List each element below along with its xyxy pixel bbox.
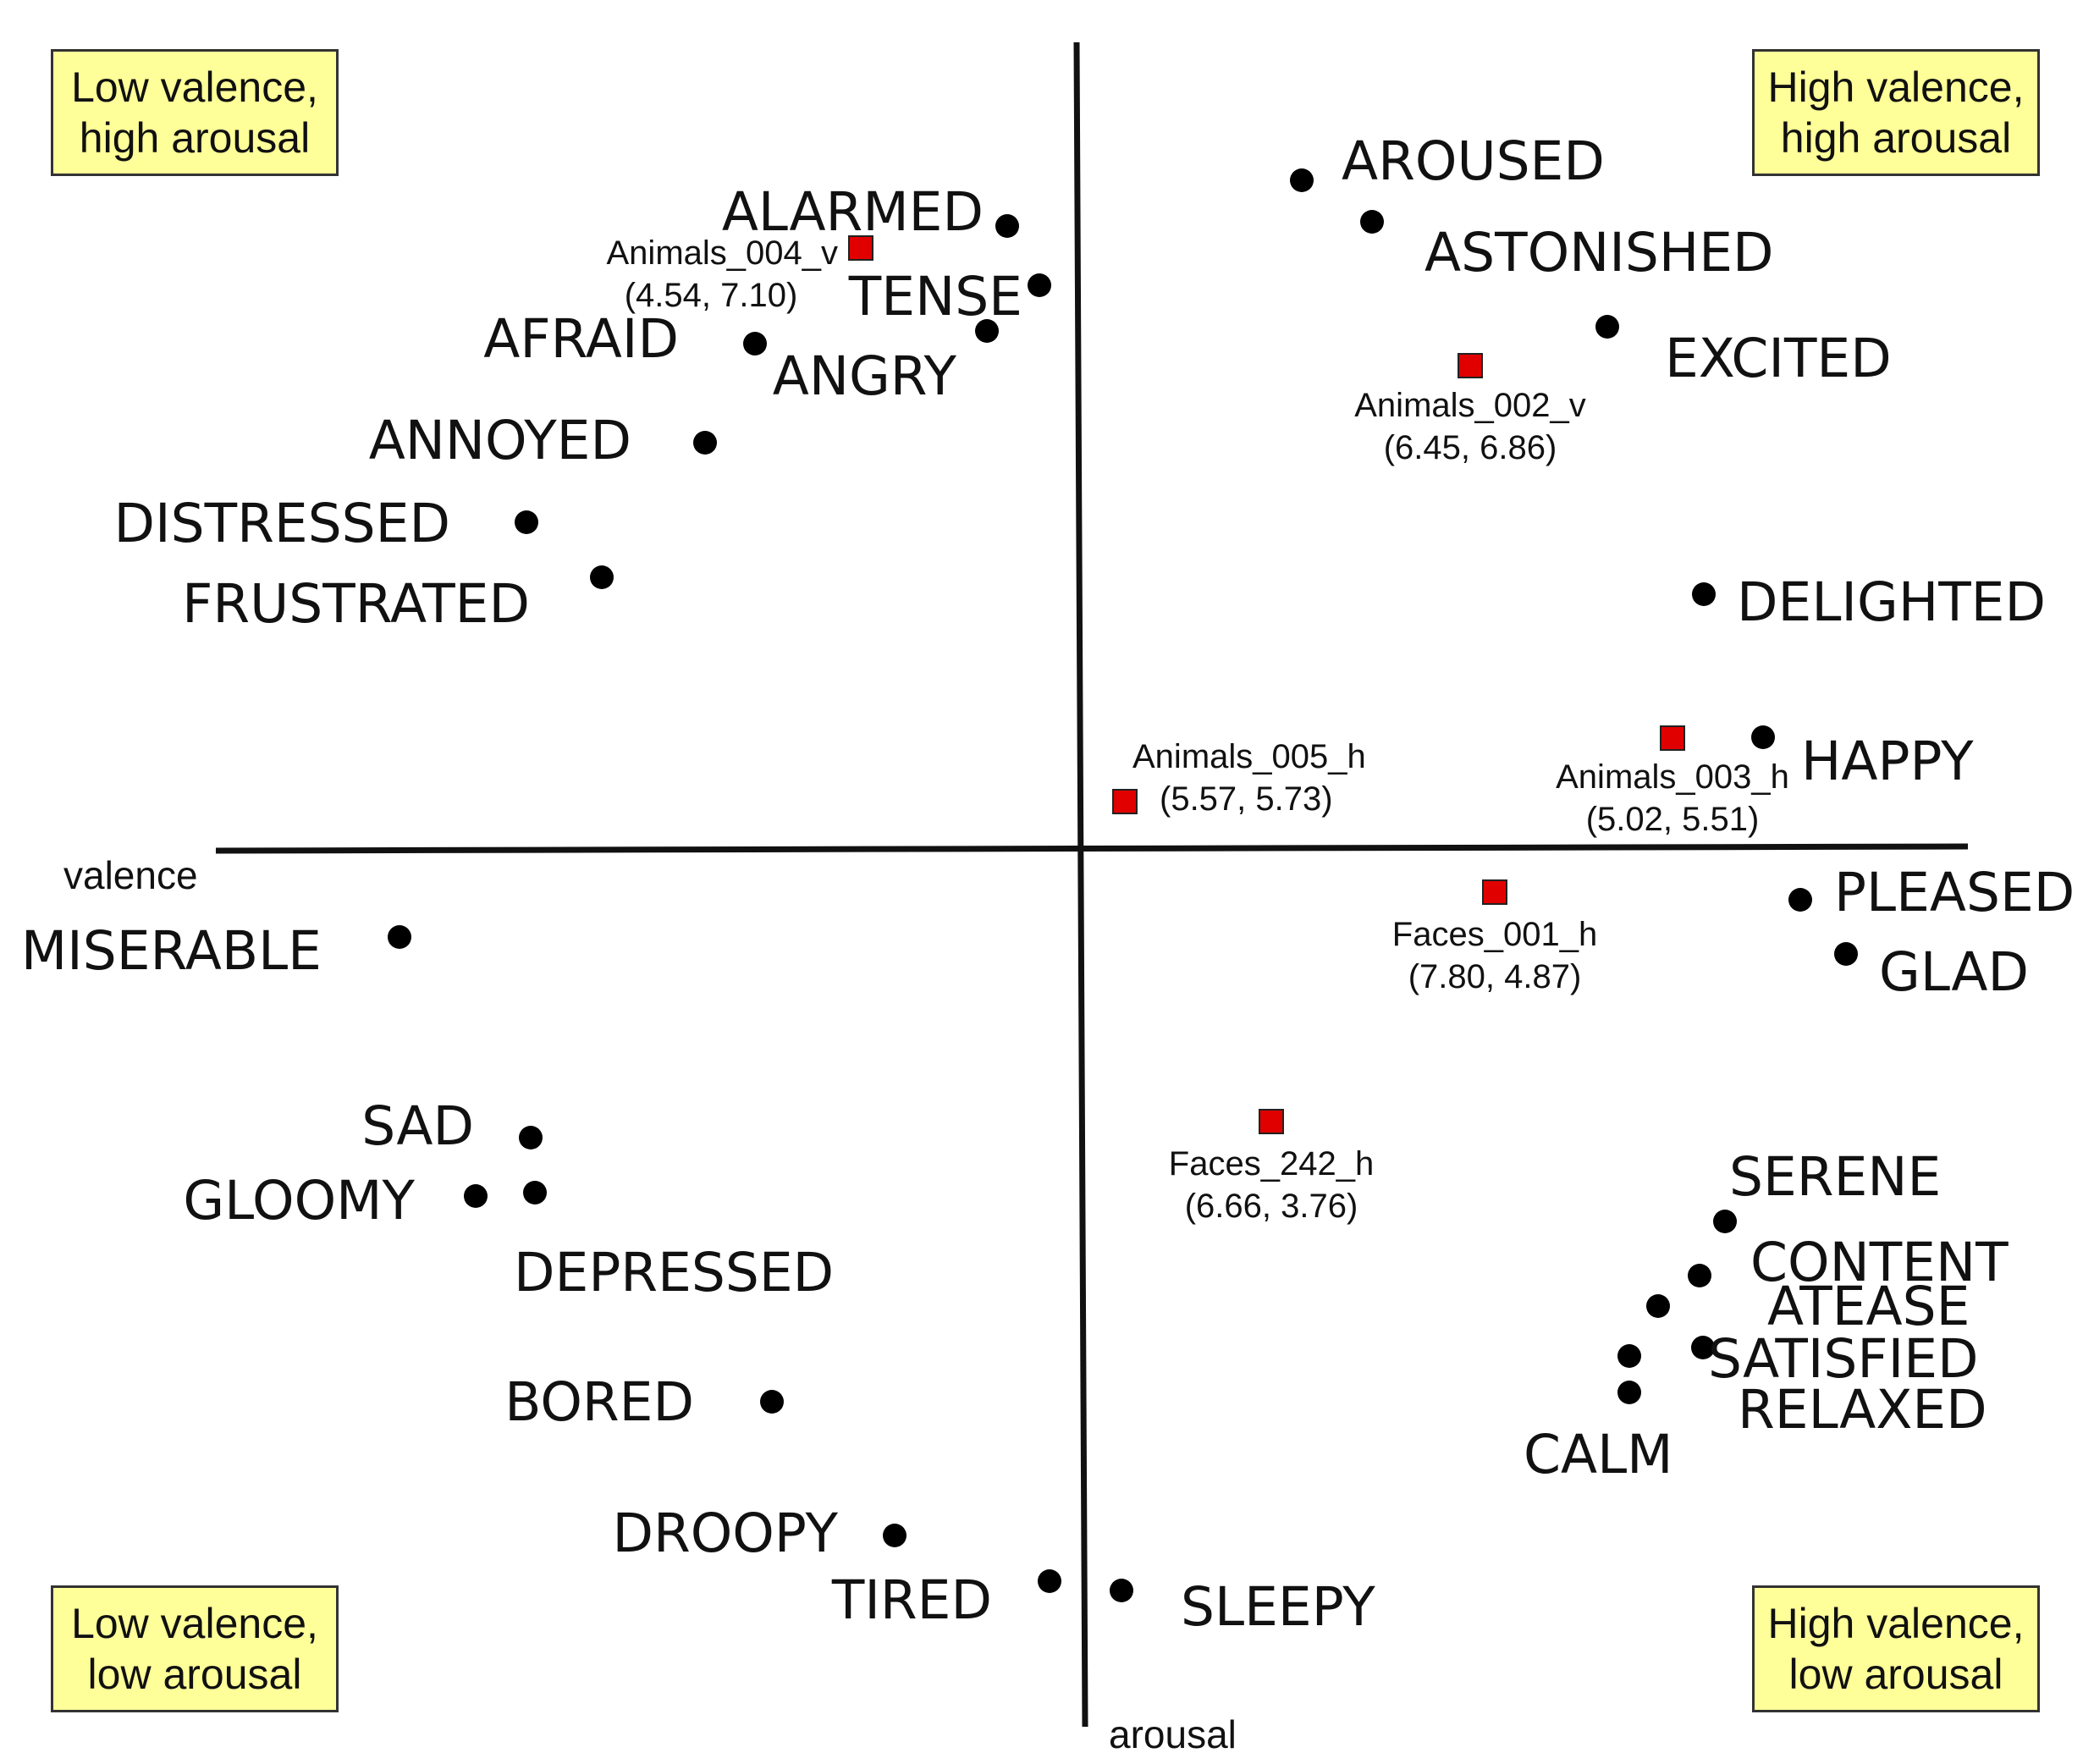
quadrant-box-bottom-left: Low valence, low arousal	[51, 1585, 339, 1712]
x-axis-label: valence	[63, 853, 198, 897]
emotion-dot-satisfied	[1691, 1336, 1715, 1359]
emotion-label-depressed: DEPRESSED	[514, 1242, 834, 1304]
emotion-label-afraid: AFRAID	[483, 308, 679, 370]
emotion-dot-sleepy	[1110, 1579, 1133, 1602]
stimulus-markers: Animals_004_v (4.54, 7.10) Animals_002_v (6…	[607, 234, 1789, 1225]
emotion-label-satisfied: SATISFIED	[1708, 1328, 1979, 1390]
quadrant-line: Low valence,	[71, 63, 318, 111]
emotion-label-glad: GLAD	[1879, 941, 2029, 1003]
stimulus-name-faces-242-h: Faces_242_h	[1169, 1145, 1374, 1182]
emotion-label-annoyed: ANNOYED	[369, 410, 631, 471]
stimulus-coords-faces-242-h: (6.66, 3.76)	[1185, 1188, 1358, 1225]
emotion-dot-content	[1688, 1264, 1711, 1287]
emotion-dot-tired	[1038, 1569, 1061, 1593]
emotion-label-atease: ATEASE	[1767, 1276, 1970, 1337]
emotion-dot-happy	[1751, 725, 1775, 749]
emotion-dot-distressed	[515, 510, 538, 534]
emotion-label-alarmed: ALARMED	[722, 181, 984, 243]
emotion-dot-tense	[1028, 273, 1051, 297]
stimulus-coords-animals-004-v: (4.54, 7.10)	[625, 277, 798, 314]
emotion-dot-depressed	[523, 1181, 547, 1204]
emotion-dot-atease	[1646, 1294, 1670, 1318]
emotion-dot-bored	[760, 1390, 784, 1414]
emotion-dot-relaxed	[1617, 1344, 1641, 1368]
emotion-dot-miserable	[388, 925, 411, 949]
emotion-label-content: CONTENT	[1750, 1232, 2009, 1293]
emotion-label-sad: SAD	[361, 1095, 474, 1157]
emotion-dot-glad	[1834, 942, 1858, 966]
emotion-label-distressed: DISTRESSED	[114, 493, 450, 554]
valence-axis-line	[215, 843, 1969, 854]
emotion-dot-sad	[519, 1126, 543, 1149]
emotion-label-aroused: AROUSED	[1342, 130, 1605, 192]
stimulus-name-animals-002-v: Animals_002_v	[1354, 387, 1586, 424]
stimulus-coords-animals-002-v: (6.45, 6.86)	[1384, 429, 1557, 466]
emotion-label-serene: SERENE	[1729, 1146, 1941, 1208]
emotion-dot-afraid	[743, 332, 767, 356]
emotion-dot-delighted	[1692, 582, 1716, 606]
emotion-label-tense: TENSE	[848, 266, 1022, 328]
stimulus-name-animals-004-v: Animals_004_v	[607, 234, 839, 272]
emotion-dot-calm	[1617, 1381, 1641, 1404]
emotion-label-bored: BORED	[504, 1371, 694, 1433]
emotion-label-excited: EXCITED	[1665, 328, 1892, 389]
emotion-label-happy: HAPPY	[1801, 730, 1974, 792]
stimulus-marker-faces-242-h	[1259, 1109, 1284, 1134]
emotion-label-angry: ANGRY	[773, 345, 957, 407]
stimulus-marker-animals-004-v	[848, 235, 873, 261]
emotion-dots	[388, 168, 1858, 1602]
stimulus-name-faces-001-h: Faces_001_h	[1392, 916, 1597, 953]
stimulus-marker-animals-003-h	[1660, 725, 1685, 751]
emotion-dot-droopy	[883, 1524, 906, 1547]
emotion-label-delighted: DELIGHTED	[1737, 571, 2046, 633]
emotion-label-tired: TIRED	[831, 1569, 992, 1631]
stimulus-marker-animals-002-v	[1458, 353, 1483, 378]
emotion-dot-frustrated	[590, 565, 614, 589]
emotion-label-astonished: ASTONISHED	[1424, 222, 1774, 284]
emotion-dot-astonished	[1360, 210, 1384, 234]
quadrant-line: low arousal	[87, 1651, 302, 1698]
emotion-label-sleepy: SLEEPY	[1181, 1576, 1375, 1638]
emotion-label-gloomy: GLOOMY	[183, 1170, 415, 1232]
stimulus-coords-animals-005-h: (5.57, 5.73)	[1160, 780, 1333, 818]
quadrant-line: High valence,	[1767, 63, 2025, 111]
quadrant-line: High valence,	[1767, 1600, 2025, 1647]
stimulus-coords-animals-003-h: (5.02, 5.51)	[1586, 801, 1760, 838]
stimulus-name-animals-003-h: Animals_003_h	[1556, 758, 1789, 796]
emotion-dot-angry	[975, 319, 999, 343]
emotion-dot-gloomy	[464, 1184, 488, 1208]
arousal-axis-line	[1073, 41, 1088, 1728]
emotion-label-frustrated: FRUSTRATED	[182, 573, 530, 635]
quadrant-line: high arousal	[1780, 114, 2012, 162]
stimulus-name-animals-005-h: Animals_005_h	[1132, 738, 1366, 775]
emotion-dot-aroused	[1290, 168, 1314, 192]
emotion-dot-pleased	[1788, 888, 1812, 912]
quadrant-box-top-left: Low valence, high arousal	[51, 49, 339, 176]
axes	[215, 41, 1969, 1728]
quadrant-line: low arousal	[1788, 1651, 2003, 1698]
quadrant-box-bottom-right: High valence, low arousal	[1752, 1585, 2040, 1712]
emotion-dot-excited	[1595, 315, 1619, 339]
quadrant-line: Low valence,	[71, 1600, 318, 1647]
quadrant-box-top-right: High valence, high arousal	[1752, 49, 2040, 176]
emotion-dot-alarmed	[995, 214, 1019, 238]
emotion-dot-annoyed	[693, 431, 717, 455]
stimulus-coords-faces-001-h: (7.80, 4.87)	[1408, 958, 1582, 995]
axis-labels: valence arousal	[63, 853, 1237, 1756]
emotion-label-miserable: MISERABLE	[21, 920, 322, 982]
emotion-label-relaxed: RELAXED	[1738, 1379, 1987, 1441]
emotion-label-pleased: PLEASED	[1834, 862, 2075, 923]
stimulus-marker-faces-001-h	[1482, 879, 1507, 905]
emotion-label-droopy: DROOPY	[612, 1502, 838, 1564]
emotion-dot-serene	[1713, 1210, 1737, 1233]
stimulus-marker-animals-005-h	[1112, 789, 1138, 814]
quadrant-line: high arousal	[79, 114, 311, 162]
emotion-labels: ALARMED TENSE AFRAID ANGRY ANNOYED DISTRESSED…	[21, 130, 2075, 1638]
y-axis-label: arousal	[1109, 1712, 1237, 1756]
emotion-label-calm: CALM	[1524, 1424, 1673, 1486]
